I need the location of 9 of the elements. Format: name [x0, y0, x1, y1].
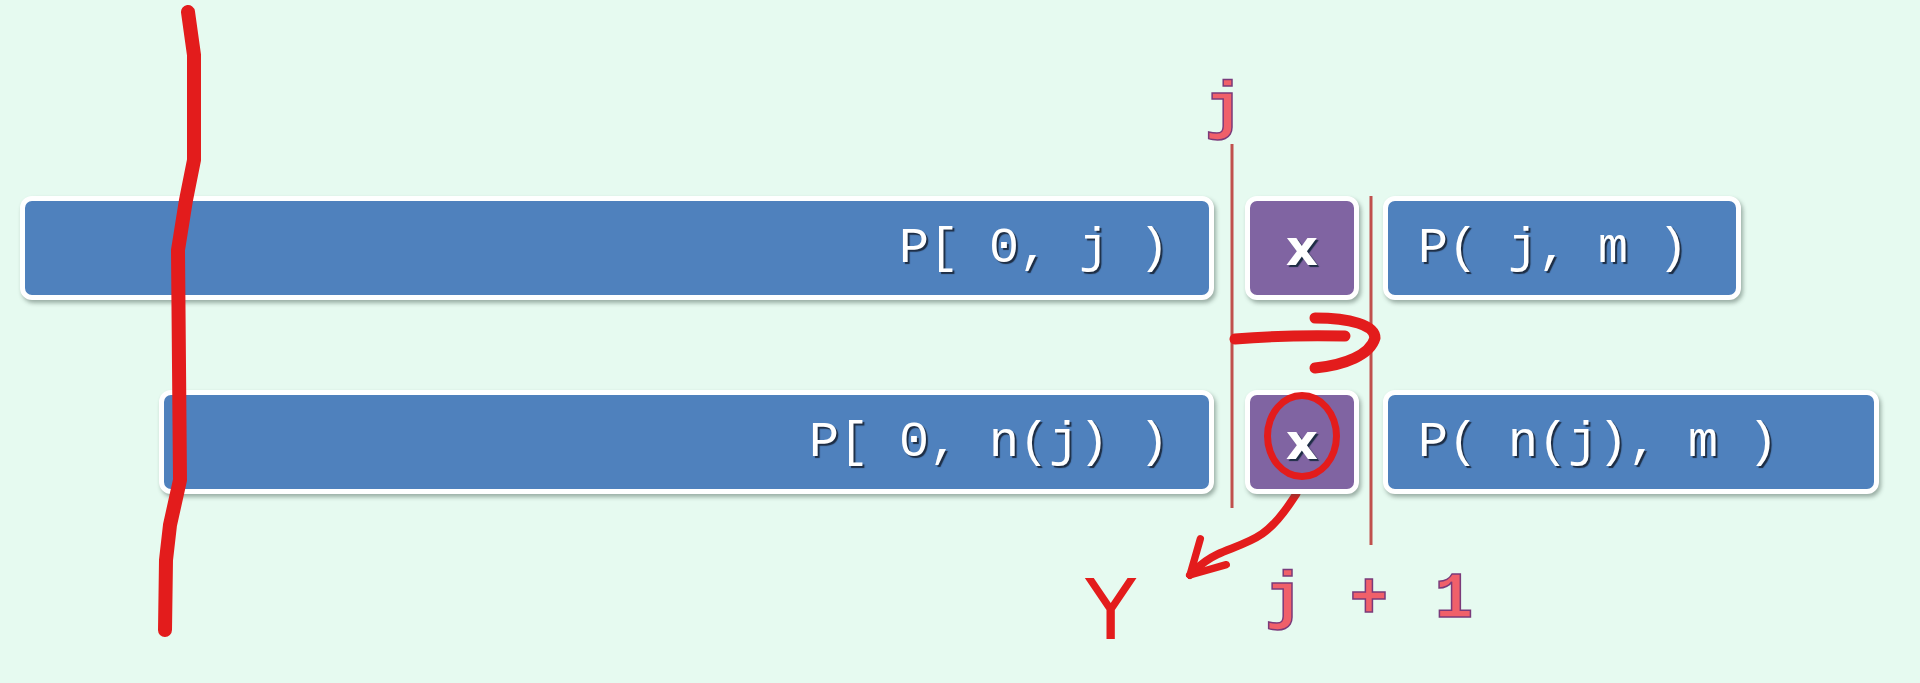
- operator-box: x: [1245, 390, 1359, 494]
- index-label: j + 1: [1265, 568, 1478, 632]
- index-label: j: [1205, 78, 1244, 142]
- handwritten-letter: Y: [1085, 555, 1190, 665]
- operator-box: x: [1245, 196, 1359, 300]
- bar-segment: P[ 0, n(j) ): [159, 390, 1214, 494]
- bar-segment: P[ 0, j ): [20, 196, 1214, 300]
- bar-segment: P( j, m ): [1383, 196, 1741, 300]
- bar-segment: P( n(j), m ): [1383, 390, 1879, 494]
